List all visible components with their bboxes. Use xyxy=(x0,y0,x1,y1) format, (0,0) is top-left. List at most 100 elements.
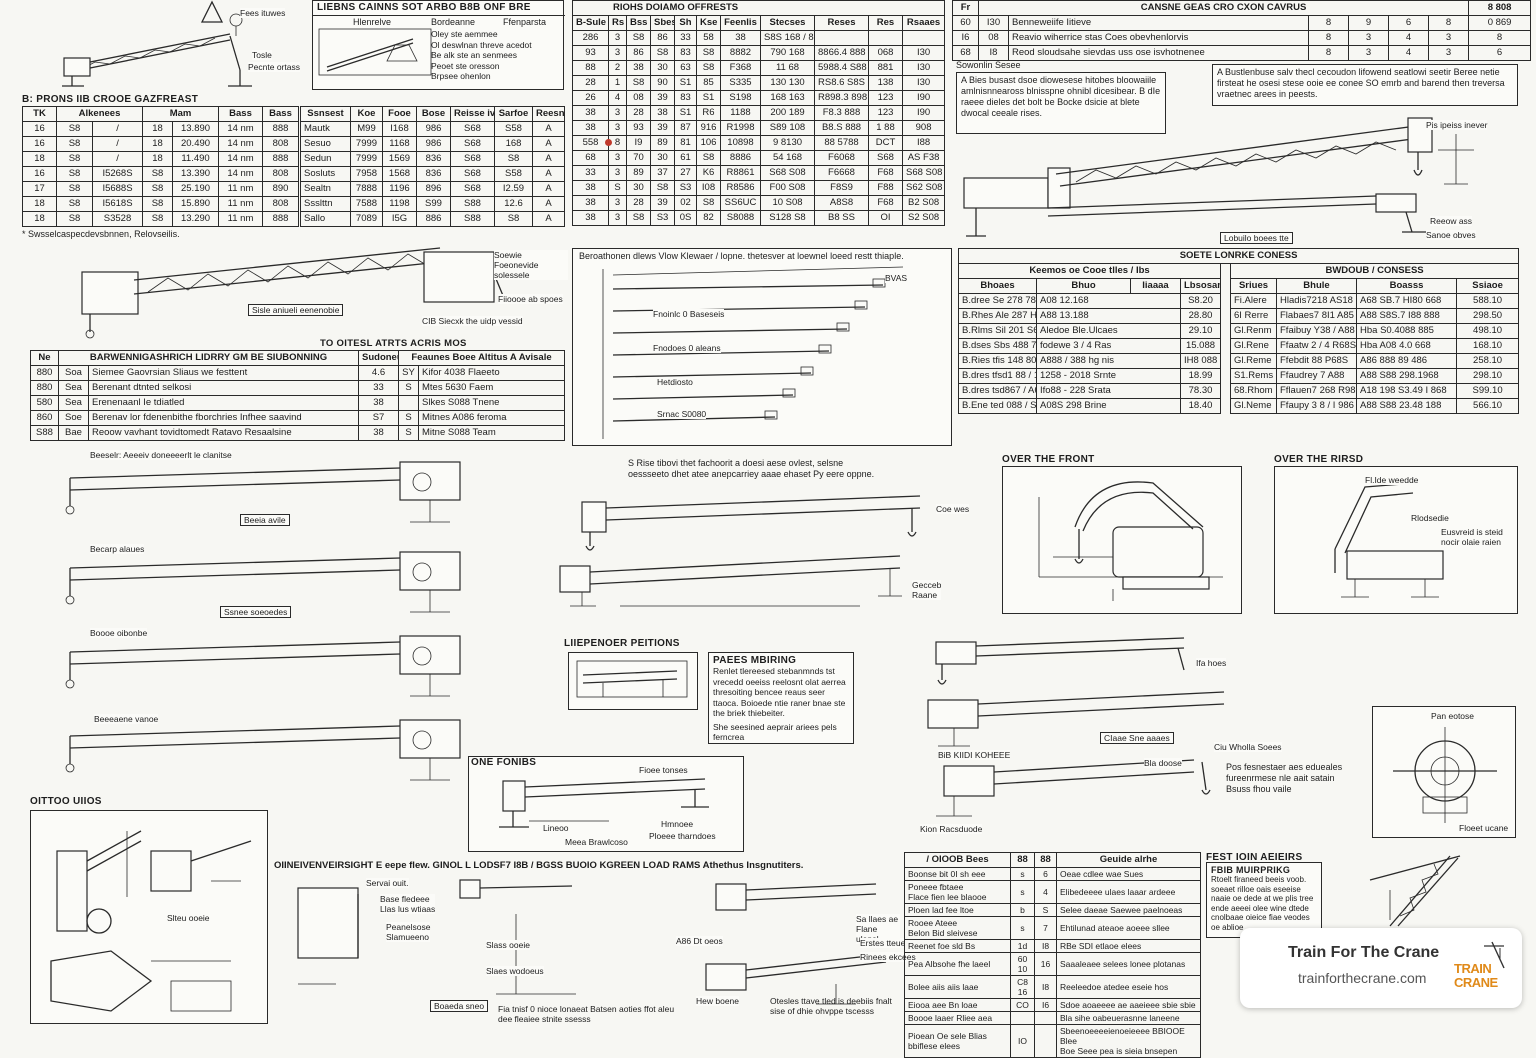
spec-cell: 12.6 xyxy=(494,196,533,212)
right-row: B.dres tsd867 / A68Ifo88 - 228 Srata78.3… xyxy=(958,383,1520,399)
cansne-cell: 4 xyxy=(1388,30,1429,46)
leftmid-cell: Mitnes A086 feroma xyxy=(417,410,566,426)
leftmid-cell: 880 xyxy=(30,380,59,396)
pron-header-alkenees: Alkenees xyxy=(55,106,144,122)
top-right-label-b: Reeow ass xyxy=(1430,216,1473,226)
cansne-cell: 8 xyxy=(1468,30,1532,46)
offsets-cell xyxy=(814,30,869,46)
bottom-cell: 60 10 xyxy=(1010,952,1035,976)
left-mid-title: TO OITESL ATRTS ACRIS MOS xyxy=(320,338,467,349)
right-cell: A88 S88 298.1968 xyxy=(1356,368,1457,384)
spec-cell: S8 xyxy=(494,211,533,227)
offsets-cell: F88 xyxy=(868,180,903,196)
spec-cell: A xyxy=(532,196,565,212)
cansne-cell: 8 xyxy=(1308,45,1349,61)
bottom-cell: Oeae cdlee wae Sues xyxy=(1056,867,1201,881)
offsets-cell: I30 xyxy=(901,75,946,91)
offsets-cell: 27 xyxy=(674,165,697,181)
spec-cell: A xyxy=(532,211,565,227)
right-cell: 78.30 xyxy=(1180,383,1221,399)
offsets-cell: S335 xyxy=(720,75,761,91)
pron-cell: S8 xyxy=(56,196,93,212)
ext-title: LIIEPENOER PEITIONS xyxy=(564,638,680,649)
pron-cell: 808 xyxy=(262,196,300,212)
load-chart-heading: Beroathonen dlews Vlow Klewaer / lopne. … xyxy=(579,251,904,261)
brand-url[interactable]: trainforthecrane.com xyxy=(1298,970,1427,986)
offsets-cell: 61 xyxy=(674,150,697,166)
test-note: Rtoelt firaneed beeis voob. soeaet rillo… xyxy=(1211,875,1314,932)
spec-cell: I168 xyxy=(382,121,417,137)
offsets-cell: I08 xyxy=(696,180,721,196)
spec-cell: 7588 xyxy=(350,196,383,212)
offsets-cell: 3 xyxy=(608,105,627,121)
offsets-cell: 88 xyxy=(572,60,609,76)
offsets-cell: 58 xyxy=(696,30,721,46)
pron-cell: 808 xyxy=(262,166,300,182)
spec-cell: 7999 xyxy=(350,151,383,167)
spec-cell: Sedun xyxy=(300,151,351,167)
pan-title: Pan eotose xyxy=(1431,711,1475,721)
load-reach-line xyxy=(612,372,812,378)
offsets-cell: 881 xyxy=(868,60,903,76)
offsets-cell: S1 xyxy=(674,105,697,121)
one-label-e: Ploeee tharndoes xyxy=(649,831,716,841)
left-mid-table: Ne BARWENNIGASHRICH LIDRRY GM BE SIUBONN… xyxy=(30,350,566,441)
ext-box xyxy=(568,652,698,710)
top-left-crane-drawing: Fees ituwes Tosle Pecnte ortass xyxy=(40,0,310,92)
pron-cell: 14 nm xyxy=(218,136,264,152)
spec-cell: Sealtn xyxy=(300,181,351,197)
offsets-cell: R8586 xyxy=(720,180,761,196)
left-mid-head-0: Ne xyxy=(30,350,59,366)
bottom-left-svg xyxy=(50,830,252,1012)
spec-cell: A xyxy=(532,121,565,137)
cansne-note-b-text: A Bustlenbuse salv thecl cecoudon lifowe… xyxy=(1217,67,1505,99)
offsets-cell: I88 xyxy=(901,135,946,151)
left-boom-label-c: Soewie Foeonevide solessele xyxy=(494,250,568,280)
side-crane-part xyxy=(412,646,432,666)
leftmid-cell: S xyxy=(398,380,419,396)
one-svg xyxy=(499,778,709,828)
bottom-cell: Ploen lad fee ltoe xyxy=(904,903,1011,917)
right-spacer xyxy=(1220,323,1231,339)
spec-cell: A xyxy=(532,166,565,182)
spec-cell: I2.59 xyxy=(494,181,533,197)
offsets-cell: B2 S08 xyxy=(901,195,946,211)
front-title: OVER THE FRONT xyxy=(1002,454,1095,465)
one-title: ONE FONIBS xyxy=(469,757,539,768)
right-cell: Ifo88 - 228 Srata xyxy=(1036,383,1181,399)
bottom-cell: Eiooa aee Bn loae xyxy=(904,998,1011,1012)
offsets-header: Bss xyxy=(626,15,651,31)
side-crane-part xyxy=(69,641,401,653)
right-cell: 498.10 xyxy=(1455,323,1520,339)
right-cell: 1258 - 2018 Srnte xyxy=(1036,368,1181,384)
overweight-drawings: Servai ouit. Base fledeee Llas lus wtiaa… xyxy=(276,874,916,1024)
leftmid-cell: SY xyxy=(398,365,419,381)
pron-cell: 16 xyxy=(22,136,57,152)
one-label-b: Lineoo xyxy=(543,823,569,833)
load-reach-tip xyxy=(872,278,886,288)
bottom-cell: Rooee Ateee Belon Bid sleivese xyxy=(904,916,1011,940)
offsets-cell: 38 xyxy=(572,210,609,226)
offsets-cell: R1998 xyxy=(720,120,761,136)
load-reach-line xyxy=(612,350,830,356)
offsets-cell: 790 168 xyxy=(760,45,815,61)
liebns-sub-b: Bordeanne xyxy=(431,17,476,27)
spec-cell: 886 xyxy=(416,211,451,227)
bottom-cell: Saaaleaee selees lonee plotanas xyxy=(1056,952,1201,976)
offsets-cell: 89 xyxy=(626,165,651,181)
offsets-cell: 33 xyxy=(674,30,697,46)
load-chart-label-e: Srnac S0080 xyxy=(657,409,707,419)
offsets-cell: S89 108 xyxy=(760,120,815,136)
right-cell: B.dres tfsd1 88 / 1 H8 xyxy=(958,368,1037,384)
pron-cell: S8 xyxy=(56,181,93,197)
brand-badge[interactable]: Train For The Crane trainforthecrane.com… xyxy=(1240,928,1522,1008)
top-left-label-b: Tosle xyxy=(252,50,272,60)
offsets-cell: F00 S08 xyxy=(760,180,815,196)
leftmid-cell: Soe xyxy=(58,410,89,426)
